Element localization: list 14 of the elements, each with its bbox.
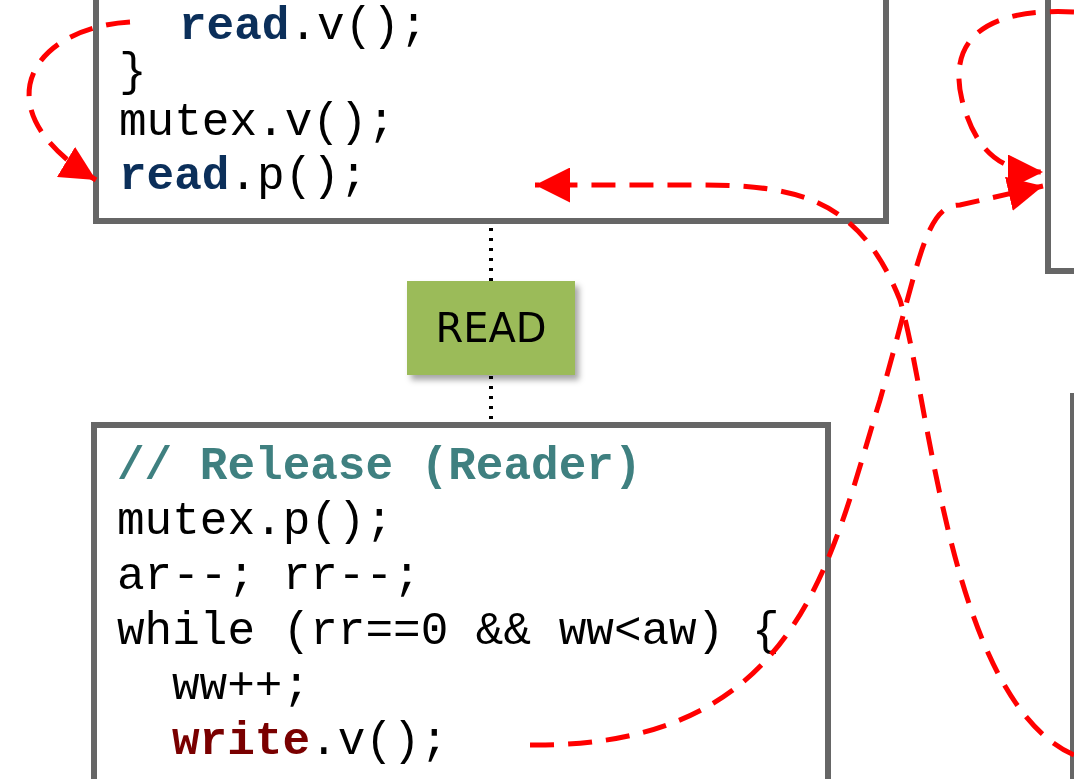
code-line: read.v(); bbox=[179, 0, 428, 55]
code-line: read.p(); bbox=[119, 150, 368, 205]
code-line: mutex.p(); bbox=[117, 495, 394, 550]
code-line: write.v(); bbox=[172, 715, 449, 770]
code-line: ar--; rr--; bbox=[117, 550, 421, 605]
code-box bbox=[91, 422, 831, 779]
arrow bbox=[26, 19, 131, 183]
code-box bbox=[1045, 0, 1074, 274]
dotted-line bbox=[489, 376, 493, 422]
dotted-line bbox=[489, 228, 493, 281]
code-line: ww++; bbox=[172, 660, 311, 715]
label-box: READ bbox=[407, 281, 575, 375]
code-box bbox=[93, 0, 889, 224]
code-comment: // Release (Reader) bbox=[117, 440, 642, 495]
